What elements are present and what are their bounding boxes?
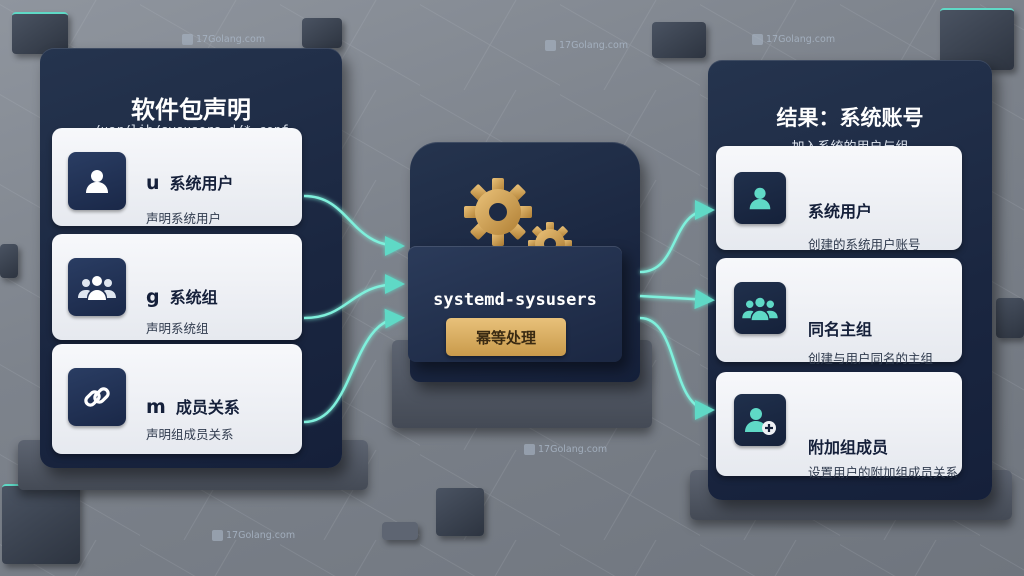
watermark-icon [545,40,556,51]
right-card-supplementary[interactable]: 附加组成员 设置用户的附加组成员关系 [716,372,962,480]
right-panel-title: 结果：系统账号 [776,106,924,130]
decorative-cube [996,298,1024,338]
watermark-icon [182,34,193,45]
watermark: 17Golang.com [182,34,265,45]
watermark-icon [752,34,763,45]
right-card-title: 同名主组 [808,320,873,339]
watermark: 17Golang.com [545,40,628,51]
watermark: 17Golang.com [212,530,295,541]
user-icon [68,152,126,210]
watermark-icon [212,530,223,541]
right-card-desc: 设置用户的附加组成员关系 [808,465,959,480]
decorative-cube [12,12,68,54]
right-card-title: 系统用户 [808,202,873,221]
arrow-g-to-engine [303,274,405,320]
watermark: 17Golang.com [752,34,835,45]
left-card-desc: 声明组成员关系 [146,427,234,442]
link-icon [68,368,126,426]
group-icon [68,258,126,316]
right-card-system-user[interactable]: 系统用户 创建的系统用户账号 [716,146,962,252]
left-card-desc: 声明系统组 [146,321,209,336]
code-letter: g [146,286,160,308]
right-card-desc: 创建与用户同名的主组 [808,351,934,366]
arrow-engine-to-group [639,289,715,310]
arrow-u-to-engine [303,194,405,256]
arrow-m-to-engine [303,308,405,424]
user-icon [734,172,786,224]
engine-label: systemd-sysusers [433,290,597,310]
decorative-cube [940,8,1014,70]
group-icon [734,282,786,334]
decorative-cube [652,22,706,58]
arrow-engine-to-supplementary [639,316,715,420]
idempotent-badge: 幂等处理 [446,318,566,356]
code-letter: m [146,396,166,418]
decorative-cube [382,522,418,540]
right-card-desc: 创建的系统用户账号 [808,237,921,252]
watermark-icon [524,444,535,455]
left-card-desc: 声明系统用户 [146,211,222,226]
right-card-title: 附加组成员 [808,438,889,457]
left-panel-title: 软件包声明 [131,96,251,124]
user-plus-icon [734,394,786,446]
decorative-cube [0,244,18,278]
right-card-primary-group[interactable]: 同名主组 创建与用户同名的主组 [716,258,962,366]
arrow-engine-to-user [639,200,715,274]
code-letter: u [146,172,160,194]
watermark: 17Golang.com [524,444,607,455]
decorative-cube [302,18,342,48]
decorative-cube [436,488,484,536]
